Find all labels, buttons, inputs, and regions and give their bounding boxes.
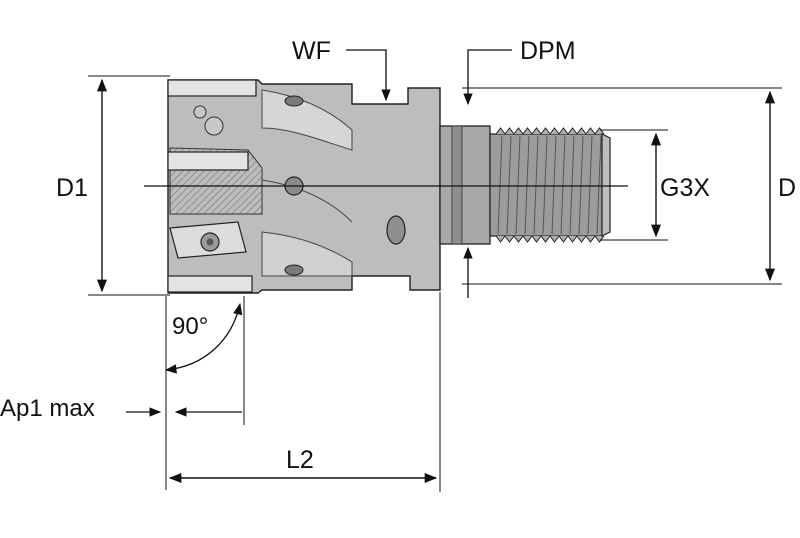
thread-tooth (558, 235, 569, 243)
threaded-shank (489, 127, 611, 243)
thread-tooth (513, 127, 524, 135)
drive-slot (386, 215, 406, 245)
thread-tooth (495, 235, 506, 243)
dimension-angle: 90° (164, 296, 245, 490)
thread-tooth (522, 127, 533, 135)
flute-shading-lower (261, 231, 353, 277)
dpm-label: DPM (520, 37, 576, 65)
body-neck (439, 125, 491, 245)
thread-end (601, 133, 611, 237)
thread-line (506, 135, 512, 235)
insert-screw-lower-center (206, 238, 214, 246)
thread-line (596, 135, 602, 235)
dimension-d1: D1 (56, 75, 170, 296)
thread-tooth (594, 127, 605, 135)
thread-line (497, 135, 503, 235)
thread-tooth (522, 235, 533, 243)
thread-line (560, 135, 566, 235)
neck-groove (451, 125, 463, 245)
thread-tooth (585, 235, 596, 243)
thread-line (542, 135, 548, 235)
thread-tooth (504, 127, 515, 135)
thread-line (524, 135, 530, 235)
dimension-l2: L2 (168, 292, 441, 492)
l2-label: L2 (286, 446, 314, 474)
thread-line (578, 135, 584, 235)
thread-tooth (540, 127, 551, 135)
insert-top (167, 79, 257, 97)
thread-tooth (513, 235, 524, 243)
thread-tooth (594, 235, 605, 243)
thread-tooth (495, 127, 506, 135)
dimension-ap1: Ap1 max (0, 395, 242, 422)
thread-tooth (576, 235, 587, 243)
dimension-wf: WF (292, 37, 391, 102)
thread-line (515, 135, 521, 235)
dimension-d: D (462, 87, 796, 285)
thread-tooth (567, 235, 578, 243)
d-label: D (778, 174, 796, 202)
angle-label: 90° (172, 313, 208, 340)
d1-label: D1 (56, 174, 88, 202)
thread-tooth (549, 235, 560, 243)
thread-tooth (504, 235, 515, 243)
insert-middle (167, 151, 249, 171)
thread-teeth (495, 127, 605, 243)
coolant-hole-top (284, 95, 304, 107)
wf-label: WF (292, 37, 331, 65)
insert-screw-upper-2 (193, 105, 207, 119)
thread-line (569, 135, 575, 235)
thread-line (551, 135, 557, 235)
thread-tooth (585, 127, 596, 135)
thread-tooth (531, 235, 542, 243)
thread-tooth (540, 235, 551, 243)
insert-screw-upper (204, 116, 224, 136)
insert-bottom (167, 275, 253, 293)
thread-tooth (567, 127, 578, 135)
dimension-g3x: G3X (600, 129, 710, 241)
coolant-hole-bottom (284, 264, 304, 276)
flute-curve (261, 179, 353, 223)
thread-tooth (549, 127, 560, 135)
thread-line (587, 135, 593, 235)
thread-tooth (576, 127, 587, 135)
thread-tooth (558, 127, 569, 135)
dimension-dpm: DPM (463, 37, 576, 298)
thread-tooth (531, 127, 542, 135)
ap1-label: Ap1 max (0, 395, 95, 422)
thread-line (533, 135, 539, 235)
g3x-label: G3X (660, 174, 710, 202)
